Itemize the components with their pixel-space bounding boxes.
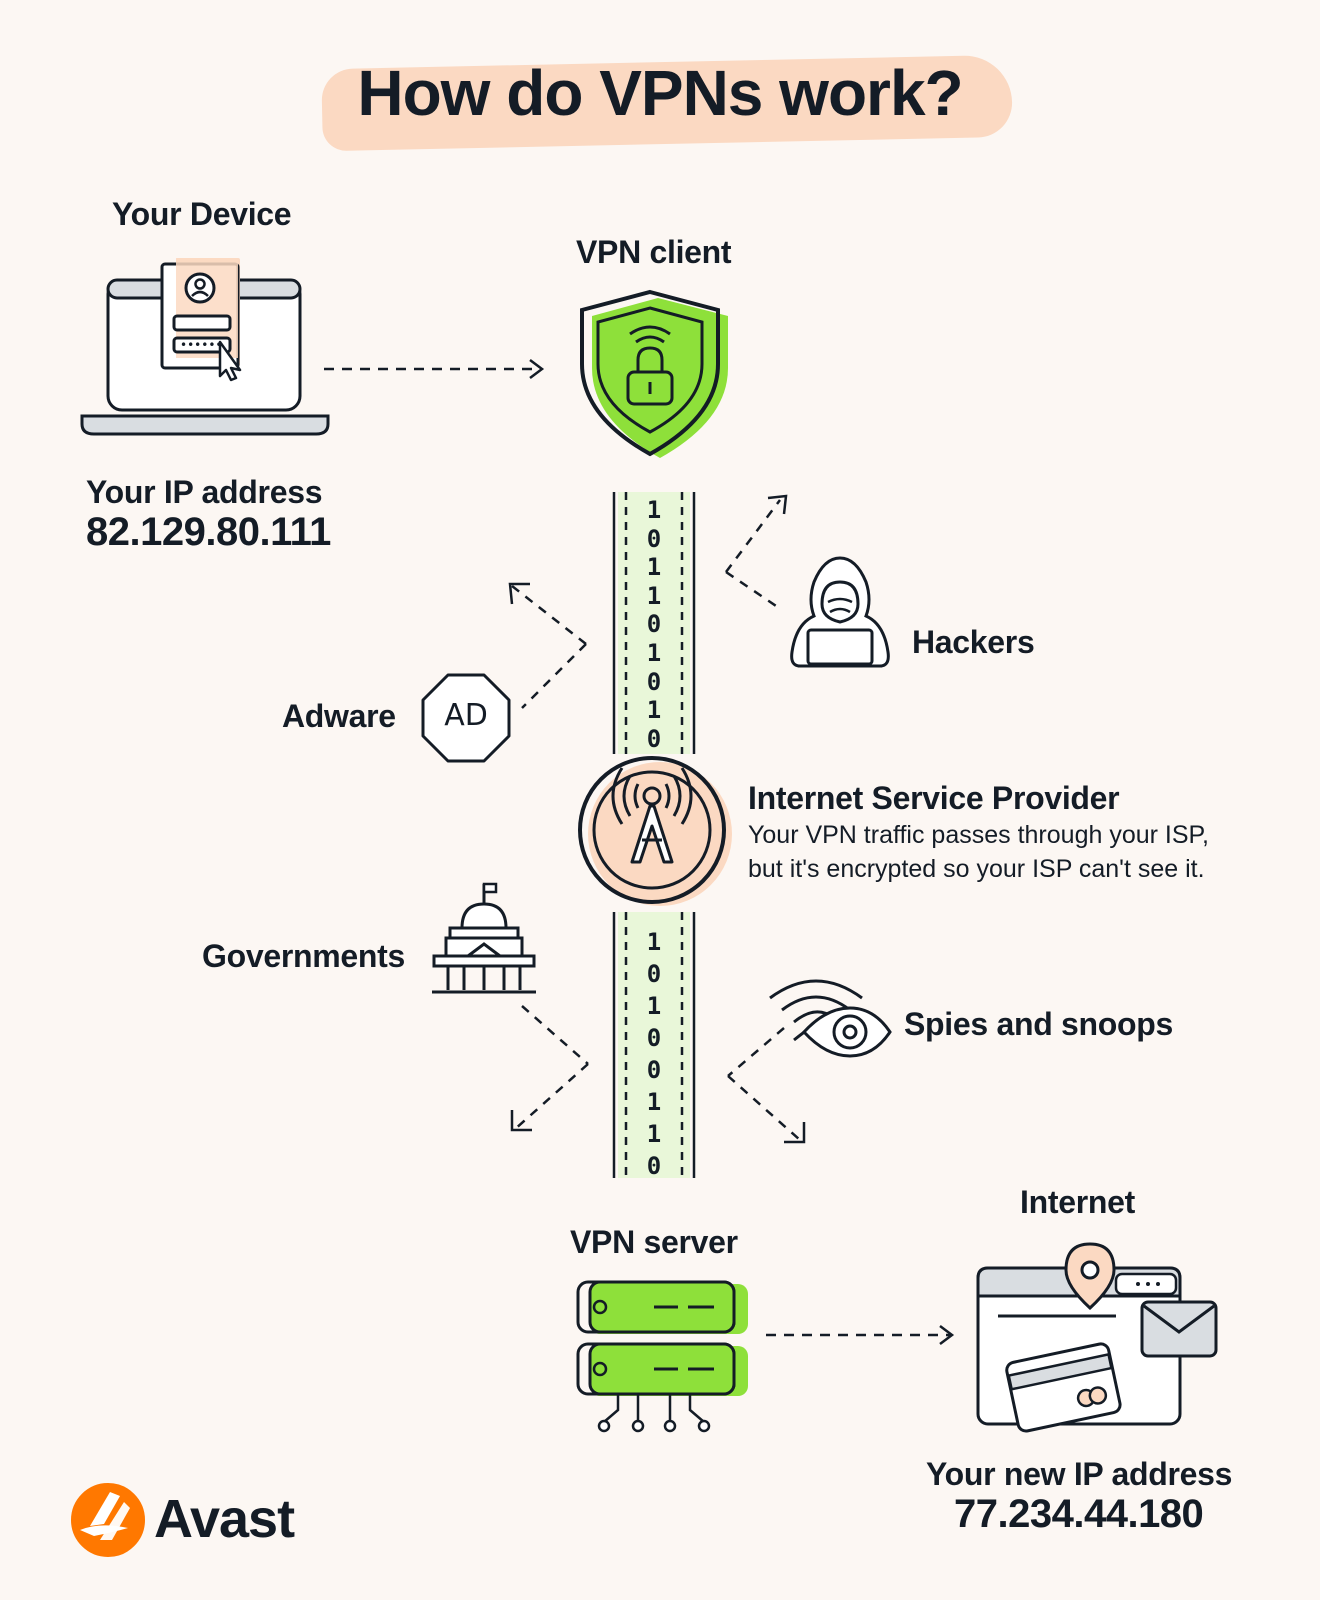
bit: 1 <box>646 696 662 725</box>
bit: 0 <box>646 1056 662 1084</box>
bit: 1 <box>646 1120 662 1148</box>
laptop-icon: •••••• <box>80 258 330 436</box>
bit: 1 <box>646 1088 662 1116</box>
bit: 0 <box>646 1152 662 1180</box>
bit: 1 <box>646 553 662 582</box>
bit: 1 <box>646 992 662 1020</box>
adware-label: Adware <box>282 698 396 734</box>
arrow-to-spies <box>727 1027 806 1144</box>
bit: 1 <box>646 638 662 667</box>
tunnel-bits-upper: 1 0 1 1 0 1 0 1 0 <box>639 496 669 753</box>
bit: 0 <box>646 960 662 988</box>
arrow-to-hackers <box>725 494 788 612</box>
svg-text:••••••: •••••• <box>180 338 222 352</box>
bit: 0 <box>646 724 662 753</box>
page-title: How do VPNs work? <box>357 57 963 129</box>
wifi-eye-icon <box>769 979 892 1058</box>
bit: 0 <box>646 1024 662 1052</box>
new-ip-label: Your new IP address <box>926 1456 1233 1492</box>
bit: 0 <box>646 667 662 696</box>
avast-logo-icon <box>71 1483 145 1557</box>
arrow-device-to-vpn <box>324 359 545 379</box>
vpn-server-label: VPN server <box>570 1224 738 1260</box>
bit: 1 <box>646 496 662 524</box>
internet-label: Internet <box>1020 1184 1135 1220</box>
device-ip-label: Your IP address <box>86 474 323 510</box>
arrow-to-governments <box>510 1005 589 1132</box>
governments-label: Governments <box>202 938 405 974</box>
hackers-label: Hackers <box>912 624 1035 660</box>
hacker-icon <box>790 556 890 668</box>
bit: 1 <box>646 928 662 956</box>
device-ip-address: 82.129.80.111 <box>86 510 331 554</box>
avast-logo-text: Avast <box>154 1489 295 1549</box>
arrow-to-adware <box>508 582 587 709</box>
internet-browser-icon <box>976 1242 1218 1433</box>
shield-lock-icon <box>580 289 728 458</box>
isp-description-line-2: but it's encrypted so your ISP can't see… <box>748 855 1205 883</box>
adware-badge-text: AD <box>444 698 488 733</box>
new-ip-address: 77.234.44.180 <box>954 1492 1204 1536</box>
isp-description-line-1: Your VPN traffic passes through your ISP… <box>748 821 1209 849</box>
bit: 1 <box>646 581 662 610</box>
spies-label: Spies and snoops <box>904 1006 1174 1042</box>
tunnel-bits-lower: 1 0 1 0 0 1 1 0 <box>639 926 669 1182</box>
encrypted-tunnel-lower <box>612 912 696 1178</box>
isp-antenna-icon <box>578 756 732 906</box>
government-building-icon <box>432 882 536 994</box>
ad-octagon-icon <box>421 673 511 763</box>
bit: 0 <box>646 524 662 553</box>
device-label: Your Device <box>112 196 292 232</box>
isp-label: Internet Service Provider <box>748 780 1120 816</box>
server-icon <box>576 1280 748 1433</box>
vpn-client-label: VPN client <box>576 234 732 270</box>
encrypted-tunnel-upper <box>612 492 696 754</box>
arrow-server-to-internet <box>766 1325 955 1345</box>
bit: 0 <box>646 610 662 639</box>
